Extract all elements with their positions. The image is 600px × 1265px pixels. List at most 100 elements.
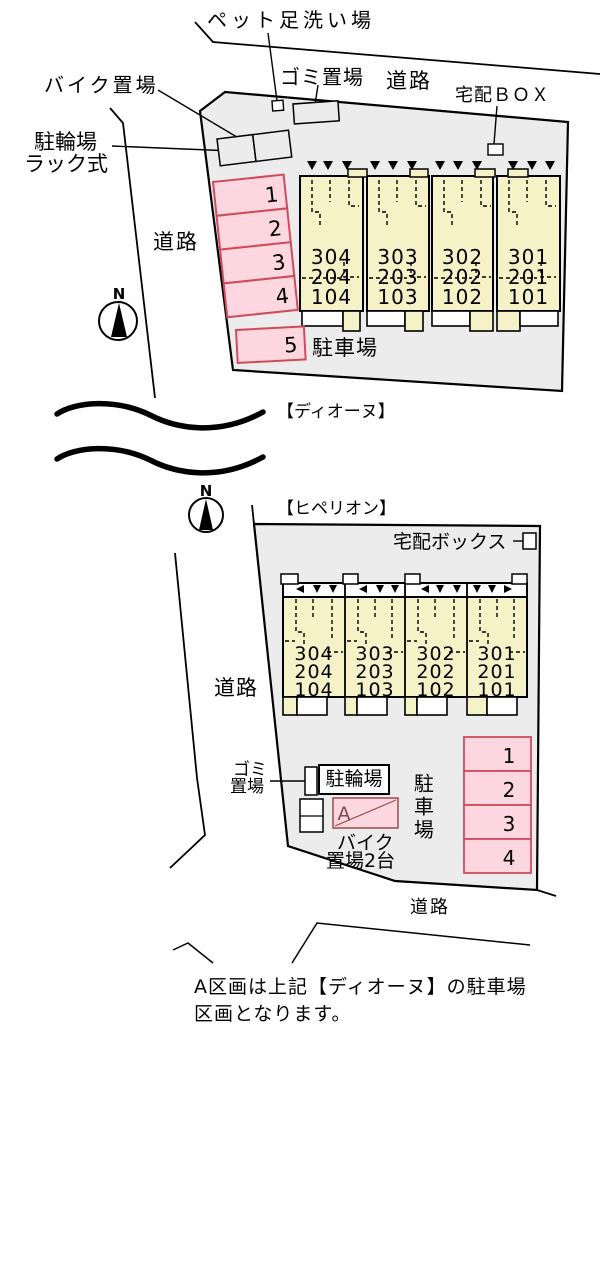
road-edge-left-upper [109,107,156,399]
roof-tab [280,573,299,585]
unit-numbers-303: 303 203 103 [368,247,428,307]
unit-number: 102 [416,679,456,701]
unit-number: 204 [310,265,353,289]
note-line1: A区画は上記【ディオーヌ】の駐車場 [194,976,527,998]
roof-tab [409,168,429,178]
building1-name: 【ディオーヌ】 [277,402,395,422]
unit-number: 104 [294,679,334,701]
unit-number: 201 [477,661,517,683]
roof-arrow-icons [296,585,512,593]
rack-label-line2: ラック式 [24,152,108,176]
unit-numbers-304b: 304 204 104 [285,645,343,701]
parking-lot1-label: 駐車場 [312,336,378,360]
unit-number: 101 [507,285,550,309]
garbage2-label-line2: 置場 [230,777,264,797]
delivery-box-1 [487,143,504,156]
building1-unit-304 [299,175,364,312]
road-edge-bottom-a [172,942,214,964]
space-number: 5 [284,333,299,358]
unit-number: 303 [355,643,395,665]
bike2-label-line1: バイク [337,832,394,854]
unit-number: 303 [377,245,419,269]
bicycle-parking-label: 駐輪場 [325,768,383,790]
building1-unit-302 [431,175,494,312]
delivery-box2-label: 宅配ボックス [393,531,507,553]
unit-numbers-302b: 302 202 102 [407,643,465,701]
parking-space [463,736,532,772]
unit-number: 202 [441,265,484,289]
unit-number: 301 [507,245,550,269]
north-letter: N [200,482,213,500]
roof-tab [511,573,528,585]
building1-unit-303 [366,175,430,312]
unit-number: 203 [377,265,419,289]
space-number: 4 [503,846,516,870]
unit-numbers-301b: 301 201 101 [469,643,525,701]
unit-number: 101 [477,679,517,701]
pet-wash-pointer-line [267,32,278,102]
floorplan-dashed-lines [302,180,556,279]
road-edge-bottom-b [291,922,531,964]
parking-lot2-label: 駐車場 [410,773,435,842]
unit-number: 103 [377,285,419,309]
parking-spaces-1-4-site2: 1 2 3 4 [463,736,532,874]
road-bottom-label: 道路 [410,897,450,918]
section-a-label: A [338,803,351,825]
delivery-box1-label: 宅配ＢＯＸ [455,85,550,106]
delivery-box-2 [522,532,537,550]
unit-number: 202 [416,661,456,683]
bicycle-parking-label-box: 駐輪場 [318,764,390,795]
road-edge-left-lower [169,552,206,869]
rack-pointer-line [111,145,234,152]
building2-entries [282,696,518,716]
unit-numbers-301: 301 201 101 [498,247,559,307]
wavy-break-lines [54,400,266,476]
building1-entries [301,310,559,332]
unit-number: 102 [441,285,484,309]
roof-tab [342,573,359,585]
parking-spaces-1-4-site1: 1 2 3 4 [211,173,299,319]
building2-name: 【ヒペリオン】 [277,499,396,519]
unit-number: 201 [507,265,550,289]
compass-north-1: N [98,285,138,341]
unit-number: 203 [355,661,395,683]
bike2-label-line2: 置場2台 [326,850,396,872]
road-left1-label: 道路 [153,230,199,254]
road-edge-top [194,21,600,75]
road-left2-label: 道路 [214,676,258,700]
unit-numbers-303b: 303 203 103 [347,643,403,701]
unit-number: 301 [477,643,517,665]
roof-arrow-icons [307,161,555,170]
unit-numbers-304: 304 204 104 [301,247,362,307]
unit-number: 103 [355,679,395,701]
unit-number: 104 [310,285,353,309]
garbage2-label-line1: ゴミ [233,760,267,780]
building1 [299,161,561,332]
space-number: 4 [274,284,290,309]
building2 [280,573,528,716]
delivery-box1-pointer-line [493,105,498,145]
bike-storage-label: バイク置場 [44,73,159,97]
north-letter: N [113,285,126,303]
section-a-space: A [332,797,399,829]
parking-space [222,274,299,319]
parking-space [234,325,307,365]
roof-tab [347,168,368,178]
space-number: 3 [503,812,516,836]
parking-space [463,770,532,806]
road-top-label: 道路 [386,69,432,93]
unit-numbers-302: 302 202 102 [433,247,492,307]
space-number: 1 [264,182,280,207]
roof-tab [474,168,496,178]
roof-tab [507,168,529,178]
note-line2: 区画となります。 [194,1003,352,1025]
parking-space [463,804,532,840]
space-number: 2 [503,778,516,802]
roof-tab [404,573,421,585]
parking-space-5-site1: 5 [234,325,307,365]
road-edge-segment [251,504,255,525]
unit-number: 302 [416,643,456,665]
unit-divider-lines [344,583,468,697]
